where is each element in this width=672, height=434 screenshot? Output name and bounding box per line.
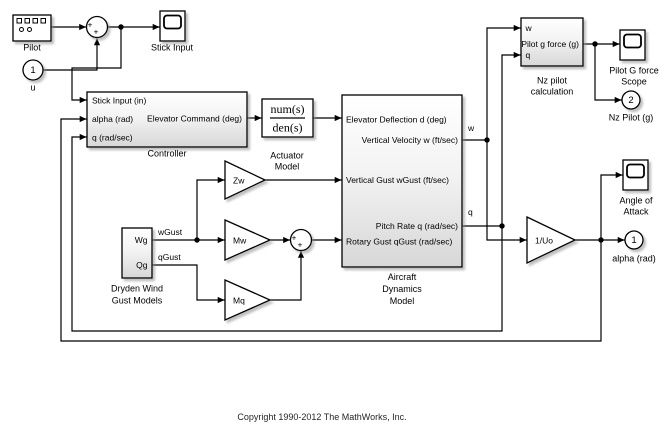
mw-gain-label: Mw	[233, 236, 247, 246]
u-inport-label: u	[30, 83, 35, 93]
junction-dot	[118, 24, 124, 30]
nz-label-2: calculation	[531, 87, 574, 97]
scope-icon	[626, 163, 645, 179]
actuator-label-1: Actuator	[270, 151, 304, 161]
nz-pilot-subsystem[interactable]: w q Pilot g force (g) Nz pilot calculati…	[520, 17, 584, 97]
mq-gain[interactable]: Mq	[224, 278, 272, 322]
dryden-label-1: Dryden Wind	[111, 284, 163, 294]
junction-dot	[592, 41, 598, 47]
nz-label-1: Nz pilot	[537, 76, 568, 86]
sum2-block[interactable]: + +	[289, 228, 313, 252]
nz-outport[interactable]: 2 Nz Pilot (g)	[609, 90, 654, 123]
aircraft-port-wgust: Vertical Gust wGust (ft/sec)	[346, 175, 449, 185]
uo-gain[interactable]: 1/Uo	[526, 215, 577, 265]
actuator-numerator: num(s)	[271, 102, 305, 116]
aircraft-port-elevator: Elevator Deflection d (deg)	[346, 115, 447, 125]
alpha-outport-label: alpha (rad)	[612, 254, 656, 264]
aoa-scope-label-2: Attack	[623, 207, 649, 217]
pilot-block[interactable]: Pilot	[12, 14, 52, 53]
wire-qg-to-mq[interactable]	[152, 264, 225, 304]
signal-builder-icon	[16, 18, 46, 32]
wire-nz-to-outport[interactable]	[594, 44, 622, 104]
nz-port-out: Pilot g force (g)	[521, 39, 579, 49]
controller-label: Controller	[147, 149, 186, 159]
alpha-outport[interactable]: 1 alpha (rad)	[612, 230, 656, 264]
wire-alpha-to-aoa-scope[interactable]	[600, 171, 623, 240]
sum1-sign-bottom: +	[94, 27, 99, 37]
w-signal-label: w	[467, 123, 475, 133]
copyright-annotation: Copyright 1990-2012 The MathWorks, Inc.	[237, 412, 406, 422]
wire-u-to-sum[interactable]	[43, 38, 101, 71]
sum2-sign-bottom: +	[298, 240, 303, 250]
junction-dot	[194, 237, 200, 243]
actuator-transfer-fcn[interactable]: num(s) den(s) Actuator Model	[261, 98, 314, 172]
controller-port-out: Elevator Command (deg)	[147, 114, 242, 124]
wire-stick-to-controller[interactable]	[71, 27, 122, 104]
u-inport[interactable]: 1 u	[22, 59, 44, 93]
controller-port-q: q (rad/sec)	[92, 133, 133, 143]
sum1-block[interactable]: + +	[85, 15, 109, 39]
wire-wg-to-zw[interactable]	[196, 176, 225, 240]
dryden-port-wg: Wg	[135, 235, 148, 245]
mw-gain[interactable]: Mw	[224, 218, 272, 262]
aoa-scope-label-1: Angle of	[619, 196, 653, 206]
uo-gain-label: 1/Uo	[535, 236, 553, 246]
aircraft-port-qgust: Rotary Gust qGust (rad/sec)	[346, 237, 452, 247]
nz-outport-label: Nz Pilot (g)	[609, 113, 654, 123]
mq-gain-label: Mq	[233, 296, 245, 306]
angle-of-attack-scope-block[interactable]: Angle of Attack	[619, 159, 653, 217]
alpha-outport-number: 1	[631, 235, 636, 246]
stick-input-scope-label: Stick Input	[151, 43, 194, 53]
aircraft-label-2: Dynamics	[382, 284, 422, 294]
sum2-sign-left: +	[292, 233, 297, 243]
nz-port-w: w	[525, 23, 533, 33]
stick-input-scope-block[interactable]: Stick Input	[151, 10, 194, 53]
wire-w-to-uo-gain[interactable]	[486, 140, 527, 244]
scope-icon	[163, 14, 182, 30]
wire-w-to-nz[interactable]	[486, 24, 521, 140]
actuator-label-2: Model	[275, 162, 300, 172]
pilot-g-force-scope-block[interactable]: Pilot G force Scope	[609, 29, 659, 87]
wire-q-feedback[interactable]	[71, 133, 503, 332]
aircraft-port-w: Vertical Velocity w (ft/sec)	[362, 135, 459, 145]
dryden-port-qg: Qg	[136, 260, 148, 270]
wgust-signal-label: wGust	[157, 227, 183, 237]
junction-dot	[598, 237, 604, 243]
wire-q-to-nz[interactable]	[501, 51, 521, 226]
sum1-sign-left: +	[88, 20, 93, 30]
scope-icon	[623, 33, 642, 49]
dryden-label-2: Gust Models	[112, 296, 163, 306]
aircraft-label-3: Model	[390, 296, 415, 306]
q-signal-label: q	[468, 207, 473, 217]
aircraft-port-q: Pitch Rate q (rad/sec)	[376, 221, 458, 231]
aircraft-subsystem[interactable]: Elevator Deflection d (deg) Vertical Vel…	[341, 94, 463, 306]
u-inport-number: 1	[30, 65, 35, 76]
junction-dot	[484, 137, 490, 143]
aircraft-label-1: Aircraft	[388, 272, 417, 282]
controller-port-stick: Stick Input (in)	[92, 96, 146, 106]
actuator-denominator: den(s)	[273, 121, 303, 135]
nz-port-q: q	[526, 50, 531, 60]
zw-gain-label: Zw	[233, 176, 245, 186]
wire-alpha-feedback[interactable]	[60, 115, 602, 342]
qgust-signal-label: qGust	[158, 252, 181, 262]
pilot-label: Pilot	[23, 43, 41, 53]
pilot-g-scope-label-1: Pilot G force	[609, 66, 659, 76]
junction-dot	[499, 223, 505, 229]
nz-outport-number: 2	[628, 95, 633, 106]
controller-subsystem[interactable]: Stick Input (in) alpha (rad) q (rad/sec)…	[86, 91, 248, 159]
zw-gain[interactable]: Zw	[224, 159, 267, 201]
dryden-subsystem[interactable]: Wg Qg Dryden Wind Gust Models	[111, 227, 163, 306]
pilot-g-scope-label-2: Scope	[621, 77, 647, 87]
controller-port-alpha: alpha (rad)	[92, 114, 133, 124]
wire-mq-to-sum2[interactable]	[270, 250, 305, 301]
wires	[43, 23, 625, 342]
